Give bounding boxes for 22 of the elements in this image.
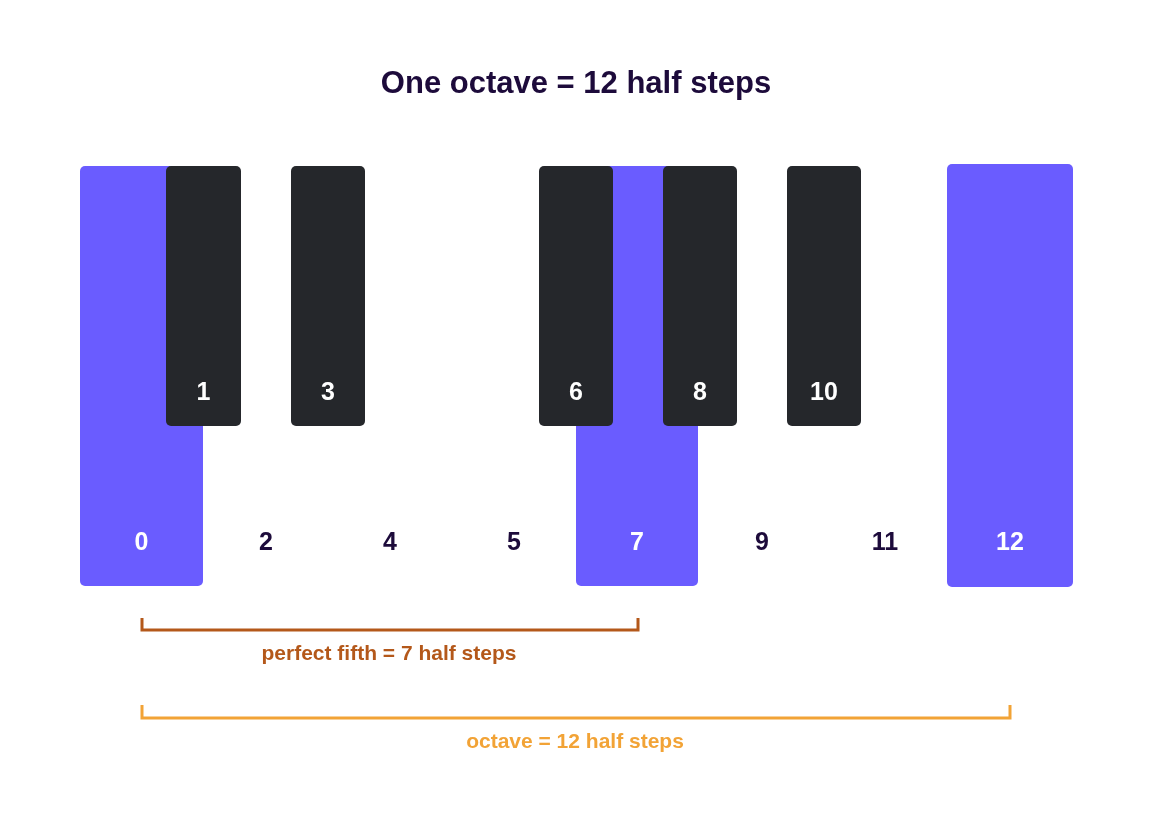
highlighted-key xyxy=(947,164,1073,587)
key-number: 9 xyxy=(755,527,769,555)
key-number: 8 xyxy=(693,377,707,405)
key-number: 1 xyxy=(196,377,211,405)
sharp-key xyxy=(291,166,365,426)
sharp-key xyxy=(539,166,613,426)
sharp-key xyxy=(166,166,241,426)
key-number: 2 xyxy=(259,527,273,555)
bracket-label: octave = 12 half steps xyxy=(466,729,684,753)
key-number: 11 xyxy=(871,527,899,555)
key-number: 6 xyxy=(569,377,583,405)
title: One octave = 12 half steps xyxy=(380,65,772,101)
key-number: 0 xyxy=(134,527,149,555)
key-number: 12 xyxy=(996,527,1024,555)
key-number: 4 xyxy=(383,527,397,555)
key-number: 7 xyxy=(630,527,644,555)
key-number: 5 xyxy=(507,527,521,555)
bracket-label: perfect fifth = 7 half steps xyxy=(261,641,517,665)
key-number: 3 xyxy=(321,377,335,405)
key-number: 10 xyxy=(810,377,838,405)
sharp-key xyxy=(787,166,861,426)
sharp-key xyxy=(663,166,737,426)
